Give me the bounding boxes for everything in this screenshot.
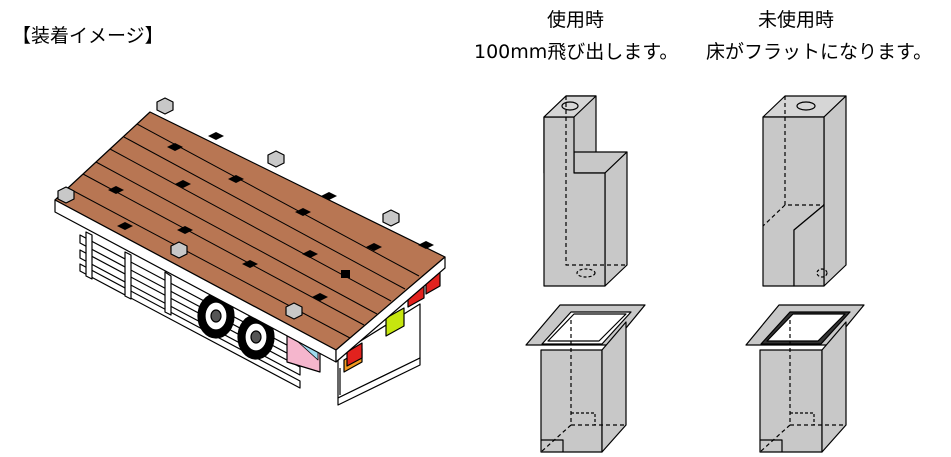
used-caption: 100mm飛び出します。 xyxy=(474,41,679,63)
used-pocket-base xyxy=(525,304,646,453)
rear-wheel-2 xyxy=(237,314,275,360)
used-pocket-diagram xyxy=(543,95,628,287)
tail-unit xyxy=(337,271,441,406)
unused-caption: 床がフラットになります。 xyxy=(706,41,933,63)
section-title: 【装着イメージ】 xyxy=(12,25,164,47)
unused-title: 未使用時 xyxy=(758,9,835,31)
floor-holes xyxy=(108,132,434,301)
truck-illustration xyxy=(54,97,446,406)
rear-wheel-1 xyxy=(197,293,235,339)
unused-pocket-base xyxy=(745,304,865,453)
stake-posts xyxy=(57,97,400,320)
used-title: 使用時 xyxy=(547,9,605,31)
unused-pocket-diagram xyxy=(762,95,847,287)
